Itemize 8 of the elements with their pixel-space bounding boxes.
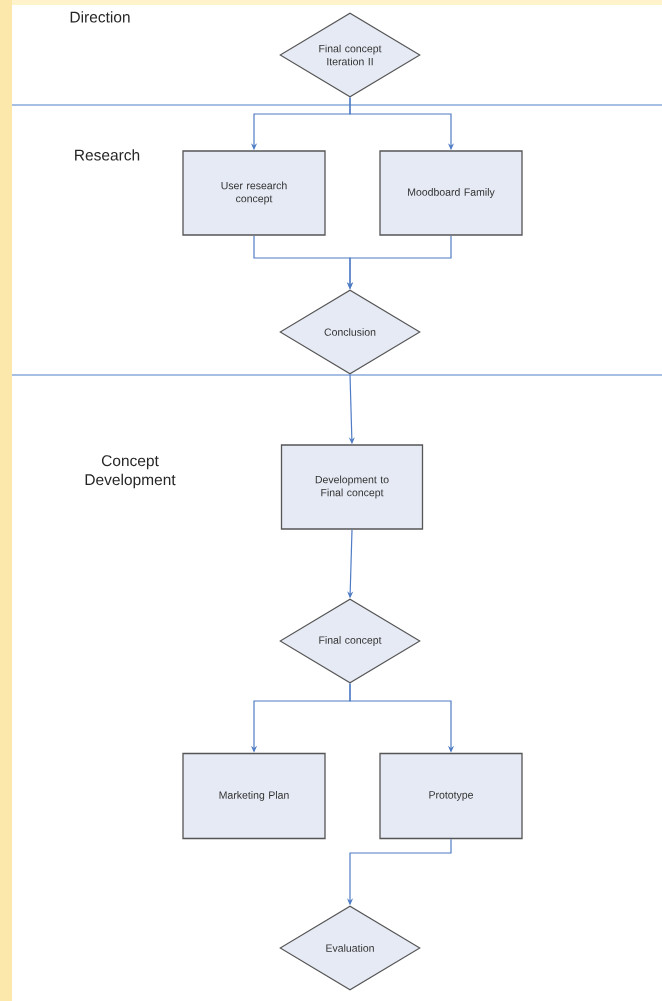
process-box: User research concept: [182, 150, 326, 236]
process-box: Development to Final concept: [280, 444, 424, 530]
lane-label: Direction: [70, 11, 130, 23]
lane-label: Concept Development: [85, 455, 176, 489]
process-box: Marketing Plan: [182, 752, 326, 840]
process-box: Prototype: [379, 752, 523, 840]
process-box: Moodboard Family: [379, 150, 523, 236]
lane-label: Research: [75, 149, 140, 161]
